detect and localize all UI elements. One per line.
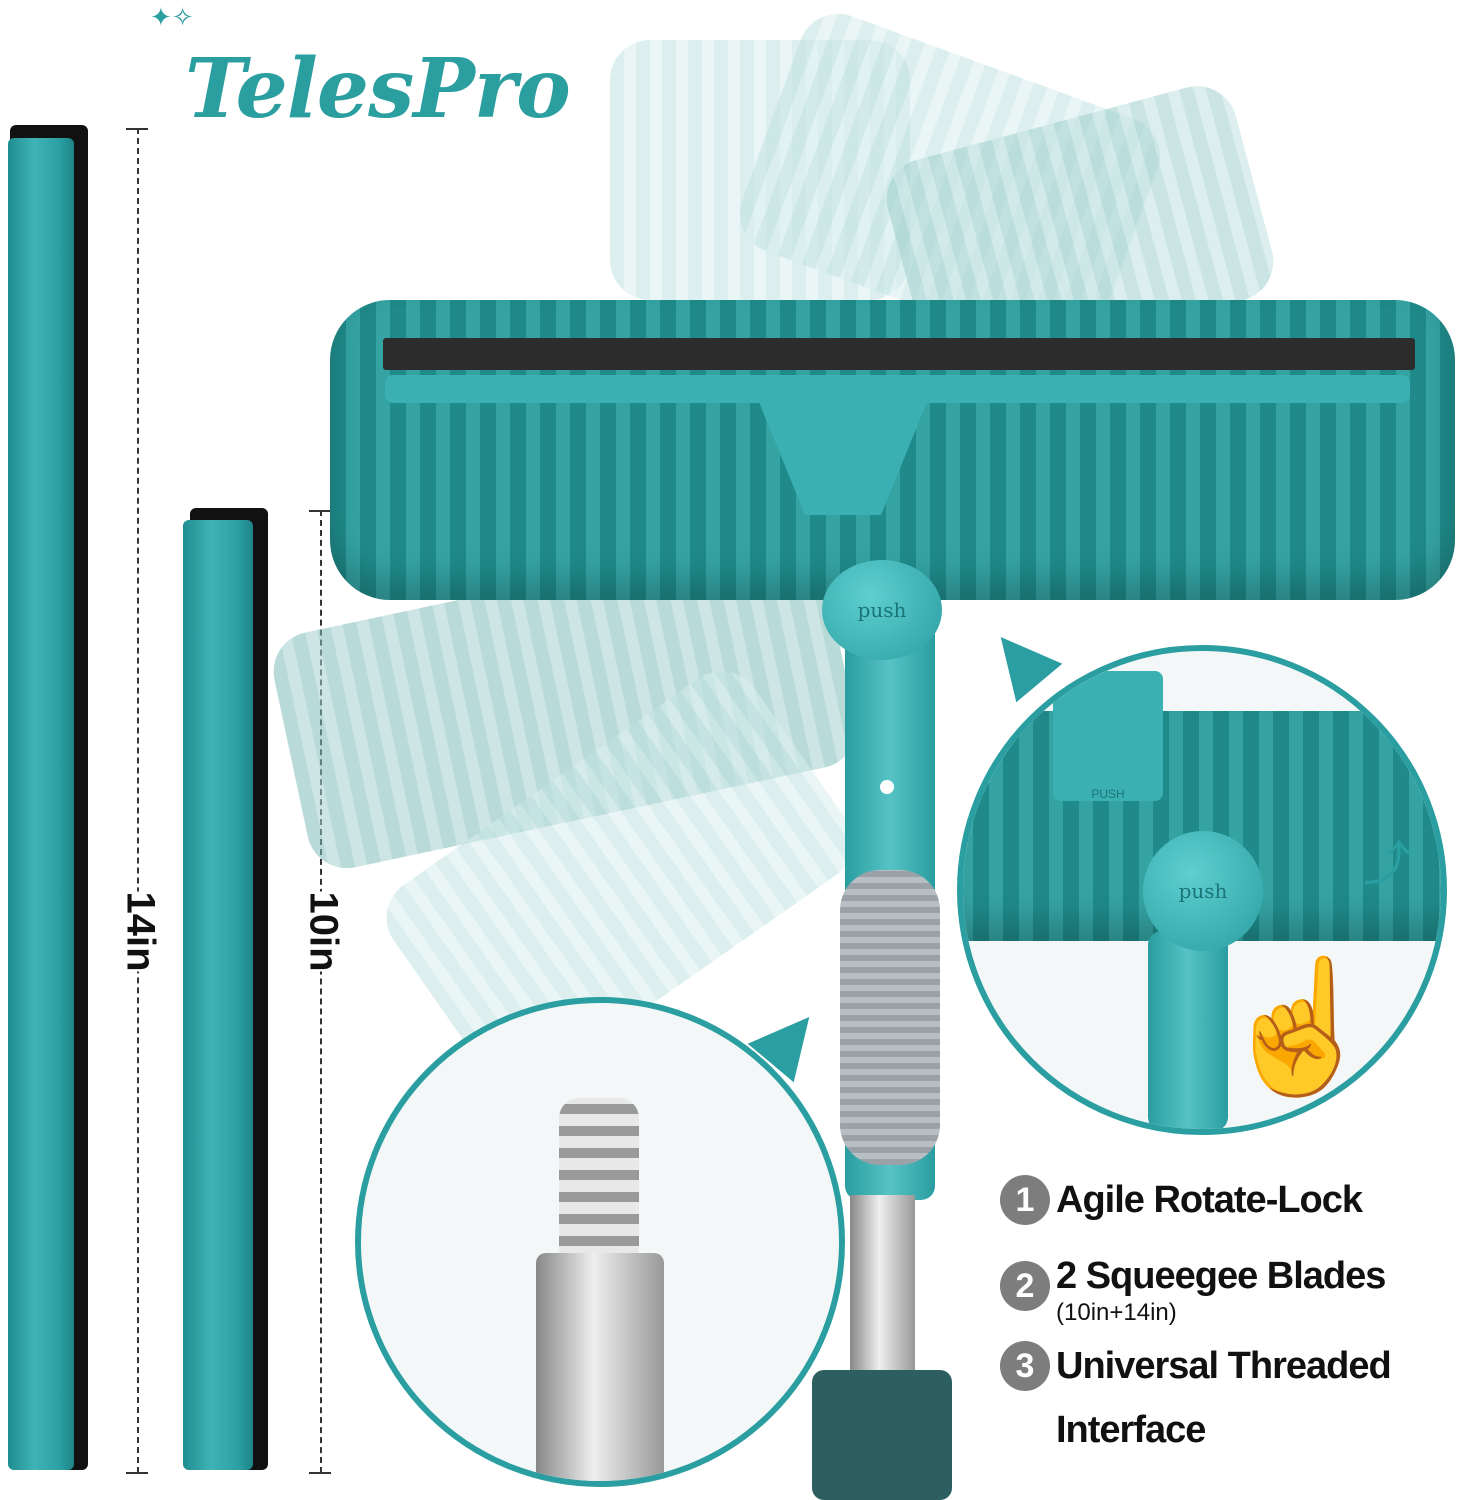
pointing-hand-icon: ☝ — [1218, 953, 1380, 1099]
threaded-interface-inset — [355, 997, 845, 1487]
feature-item: 1 Agile Rotate-Lock — [1000, 1175, 1460, 1225]
thread-body — [536, 1253, 664, 1481]
pole-connector — [812, 1370, 952, 1500]
feature-number: 1 — [1000, 1175, 1050, 1225]
tick — [126, 128, 148, 130]
inset-push-button: push — [1143, 831, 1263, 951]
rotate-lock-button[interactable]: push — [822, 560, 942, 660]
short-blade — [183, 520, 253, 1470]
feature-title-continued: Interface — [1056, 1409, 1206, 1451]
inset-handle — [1148, 931, 1228, 1129]
rotate-lock-inset: PUSH push ☝ ⤴ — [957, 645, 1447, 1135]
feature-title: Agile Rotate-Lock — [1056, 1179, 1363, 1221]
thread-tip — [559, 1098, 639, 1268]
long-blade — [8, 138, 74, 1470]
feature-list: 1 Agile Rotate-Lock 2 2 Squeegee Blades … — [1000, 1175, 1460, 1455]
long-dimension-line — [137, 128, 139, 1473]
inset-clip: PUSH — [1053, 671, 1163, 801]
tick — [309, 1472, 331, 1474]
feature-title: 2 Squeegee Blades — [1056, 1255, 1386, 1297]
squeegee-blade — [383, 338, 1415, 370]
brand-logo: TelesPro — [185, 41, 571, 137]
feature-item: 3 Universal Threaded Interface — [1000, 1341, 1460, 1455]
short-dimension-label: 10in — [296, 891, 350, 972]
tick — [309, 510, 331, 512]
feature-subtitle: (10in+14in) — [1056, 1299, 1177, 1326]
feature-number: 2 — [1000, 1261, 1050, 1311]
feature-title: Universal Threaded — [1056, 1345, 1392, 1387]
extension-pole — [850, 1195, 915, 1385]
feature-item: 2 2 Squeegee Blades (10in+14in) — [1000, 1251, 1460, 1325]
callout-pointer — [977, 617, 1063, 703]
sparkle-icon: ✦✧ — [150, 2, 194, 32]
feature-number: 3 — [1000, 1341, 1050, 1391]
tick — [126, 1472, 148, 1474]
lock-hole — [880, 780, 894, 794]
short-dimension-line — [320, 510, 322, 1473]
long-dimension-label: 14in — [113, 891, 167, 972]
handle-grip — [840, 870, 940, 1165]
curved-arrow-icon: ⤴ — [1363, 838, 1412, 891]
